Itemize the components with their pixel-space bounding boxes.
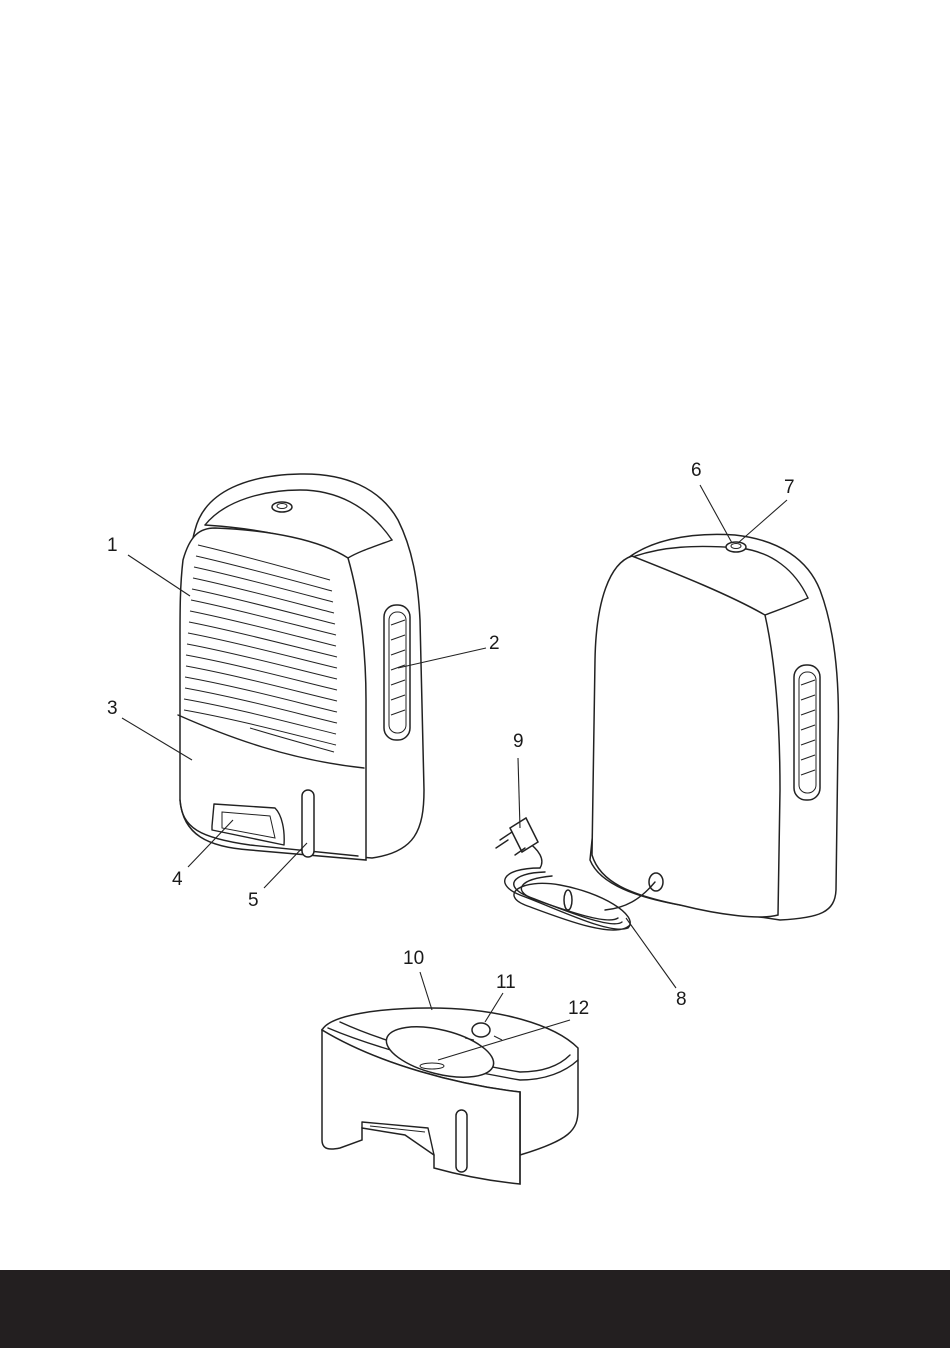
label-1: 1 — [107, 535, 118, 556]
water-tank — [322, 1008, 578, 1184]
label-6: 6 — [691, 460, 702, 481]
label-5: 5 — [248, 890, 259, 911]
label-10: 10 — [403, 948, 424, 969]
label-3: 3 — [107, 698, 118, 719]
footer-bar — [0, 1270, 950, 1348]
label-12: 12 — [568, 998, 589, 1019]
label-8: 8 — [676, 989, 687, 1010]
side-air-outlet — [384, 605, 410, 740]
label-11: 11 — [496, 972, 516, 993]
label-7: 7 — [784, 477, 795, 498]
label-4: 4 — [172, 869, 183, 890]
dehumidifier-parts-diagram: 1 2 3 4 5 6 7 8 9 10 11 12 — [0, 0, 950, 1270]
label-2: 2 — [489, 633, 500, 654]
front-view-unit — [178, 474, 424, 860]
label-9: 9 — [513, 731, 524, 752]
rear-view-unit — [590, 534, 838, 920]
